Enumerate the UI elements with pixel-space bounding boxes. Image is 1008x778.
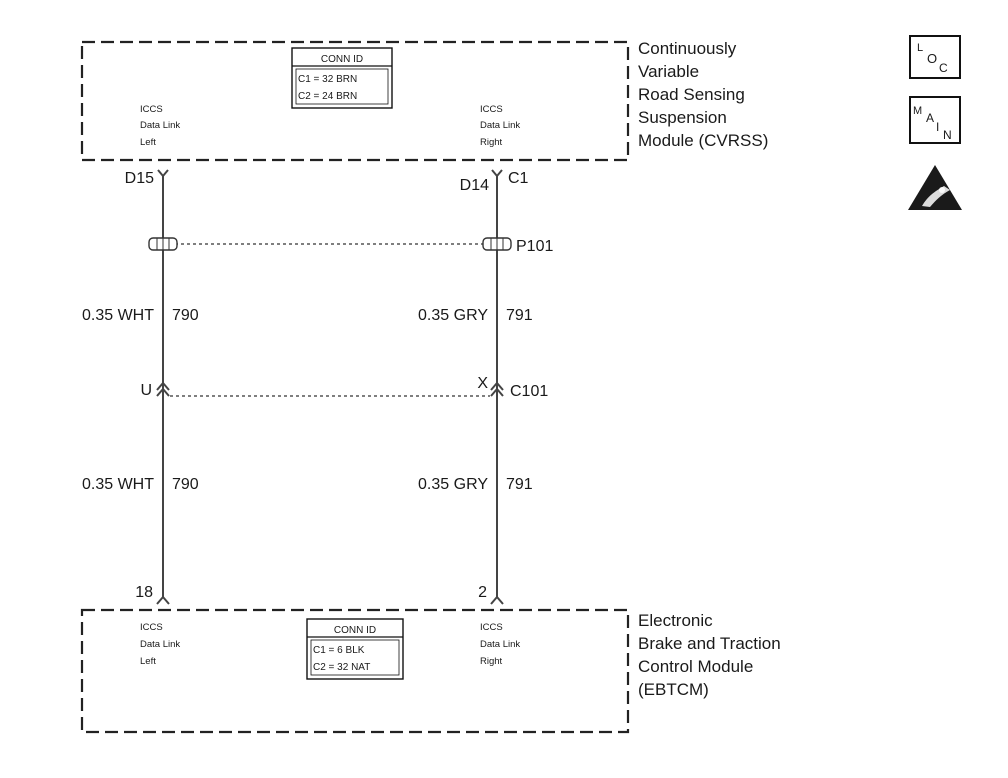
main-letter: N <box>943 128 952 142</box>
conn-id-line-2: C2 = 32 NAT <box>313 662 370 673</box>
port-label-line: ICCS <box>140 104 163 115</box>
connector-c1-label: C1 <box>508 170 529 187</box>
location-symbol: L O C <box>909 35 961 79</box>
pin-chevron-right <box>490 595 504 605</box>
location-letter: L <box>917 42 923 54</box>
conn-id-line-1: C1 = 32 BRN <box>298 74 357 85</box>
connector-chevron-left-top <box>156 381 170 391</box>
inline-connector-c101: U X C101 <box>140 375 548 400</box>
main-letter: I <box>936 120 939 134</box>
ebtcm-conn-id-box: CONN ID C1 = 6 BLK C2 = 32 NAT <box>306 618 404 680</box>
pin-18-label: 18 <box>135 584 153 601</box>
module-name-line: Suspension <box>638 108 727 127</box>
splice-p101-label: P101 <box>516 238 553 255</box>
main-symbol: M A I N <box>909 96 961 144</box>
esd-warning-icon <box>908 165 962 210</box>
splice-p101: P101 <box>148 237 553 255</box>
port-label-line: Data Link <box>480 639 520 650</box>
pin-fork-left <box>157 169 169 178</box>
ebtcm-module: ICCS Data Link Left CONN ID C1 = 6 BLK C… <box>80 608 781 734</box>
conn-id-line-2: C2 = 24 BRN <box>298 91 357 102</box>
wire-790-circuit-lower: 790 <box>172 476 199 493</box>
pin-fork-right <box>491 169 503 178</box>
port-label-line: Data Link <box>140 639 180 650</box>
pin-d14-label: D14 <box>460 177 489 194</box>
module-name-line: Road Sensing <box>638 85 745 104</box>
pin-chevron-left <box>156 595 170 605</box>
port-label-line: Data Link <box>140 120 180 131</box>
port-label-line: Left <box>140 656 156 667</box>
wire-791-gauge-lower: 0.35 GRY <box>418 476 488 493</box>
bottom-pins: 18 2 <box>135 584 504 605</box>
port-label-line: Data Link <box>480 120 520 131</box>
module-name-line: Brake and Traction <box>638 634 781 653</box>
esd-finger <box>939 187 945 193</box>
main-symbol-frame <box>909 96 961 144</box>
location-letter: C <box>939 61 948 75</box>
ebtcm-left-port-label: ICCS Data Link Left <box>140 622 180 667</box>
cvrss-conn-id-box: CONN ID C1 = 32 BRN C2 = 24 BRN <box>291 47 393 109</box>
port-label-line: Left <box>140 137 156 148</box>
module-name-line: Continuously <box>638 39 737 58</box>
connector-chevron-right-bottom <box>490 387 504 397</box>
ebtcm-module-border <box>80 608 630 734</box>
conn-id-title: CONN ID <box>321 54 363 65</box>
esd-triangle <box>908 165 962 210</box>
connector-pin-x: X <box>477 375 488 392</box>
module-name-line: Electronic <box>638 611 713 630</box>
main-letter: A <box>926 111 934 125</box>
pin-d15-label: D15 <box>125 170 154 187</box>
cvrss-module-border <box>80 40 630 162</box>
cvrss-module-name: Continuously Variable Road Sensing Suspe… <box>638 39 768 150</box>
connector-pin-u: U <box>140 382 152 399</box>
port-label-line: ICCS <box>140 622 163 633</box>
main-letter: M <box>913 105 922 117</box>
port-label-line: ICCS <box>480 622 503 633</box>
module-name-line: (EBTCM) <box>638 680 709 699</box>
wire-791-gauge: 0.35 GRY <box>418 307 488 324</box>
top-pins: D15 D14 C1 <box>125 169 529 194</box>
wire-790-circuit: 790 <box>172 307 199 324</box>
port-label-line: Right <box>480 656 503 667</box>
conn-id-title: CONN ID <box>334 625 376 636</box>
location-symbol-frame <box>909 35 961 79</box>
port-label-line: ICCS <box>480 104 503 115</box>
ebtcm-right-port-label: ICCS Data Link Right <box>480 622 520 667</box>
module-name-line: Variable <box>638 62 699 81</box>
wire-790-gauge-lower: 0.35 WHT <box>82 476 154 493</box>
wire-791-circuit: 791 <box>506 307 533 324</box>
wire-labels-lower: 0.35 WHT 790 0.35 GRY 791 <box>82 476 533 493</box>
connector-chevron-right-top <box>490 381 504 391</box>
module-name-line: Control Module <box>638 657 753 676</box>
wires <box>162 176 498 598</box>
location-letter: O <box>927 51 937 66</box>
cvrss-right-port-label: ICCS Data Link Right <box>480 104 520 148</box>
wire-790-gauge: 0.35 WHT <box>82 307 154 324</box>
connector-c101-label: C101 <box>510 383 548 400</box>
conn-id-frame <box>291 47 393 109</box>
ebtcm-module-name: Electronic Brake and Traction Control Mo… <box>638 611 781 699</box>
wire-791-circuit-lower: 791 <box>506 476 533 493</box>
cvrss-left-port-label: ICCS Data Link Left <box>140 104 180 148</box>
module-name-line: Module (CVRSS) <box>638 131 768 150</box>
port-label-line: Right <box>480 137 503 148</box>
pin-2-label: 2 <box>478 584 487 601</box>
conn-id-frame <box>306 618 404 680</box>
cvrss-module: CONN ID C1 = 32 BRN C2 = 24 BRN ICCS Dat… <box>80 39 768 162</box>
wire-labels-upper: 0.35 WHT 790 0.35 GRY 791 <box>82 307 533 324</box>
conn-id-line-1: C1 = 6 BLK <box>313 645 365 656</box>
connector-chevron-left-bottom <box>156 387 170 397</box>
